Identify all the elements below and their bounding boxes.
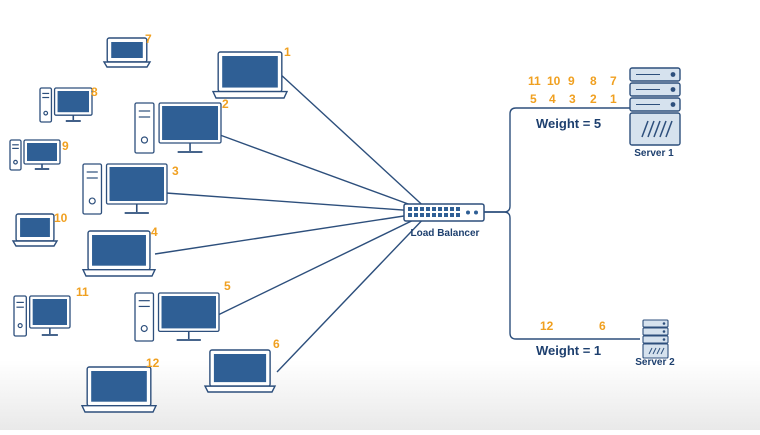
server1-queue-bottom-3: 3 bbox=[569, 92, 576, 106]
connection-line-client-2 bbox=[219, 134, 431, 213]
connection-line-client-6 bbox=[276, 211, 431, 373]
server1-queue-top-1: 11 bbox=[528, 74, 541, 88]
connection-line-client-4 bbox=[154, 211, 431, 255]
server2-label: Server 2 bbox=[635, 357, 675, 368]
client-label-3: 3 bbox=[172, 164, 179, 178]
client-label-12: 12 bbox=[146, 356, 160, 370]
devices bbox=[9, 37, 681, 413]
client-label-1: 1 bbox=[284, 45, 291, 59]
client-1-laptop-icon bbox=[211, 51, 289, 99]
server1-queue-bottom-4: 2 bbox=[590, 92, 597, 106]
server1-queue-top-5: 7 bbox=[610, 74, 617, 88]
connection-line-client-1 bbox=[278, 72, 431, 213]
server1-queue-top-2: 10 bbox=[547, 74, 561, 88]
server1-queue-top-4: 8 bbox=[590, 74, 597, 88]
client-label-5: 5 bbox=[224, 279, 231, 293]
server2-weight-label: Weight = 1 bbox=[536, 343, 602, 358]
client-8-desktop-icon bbox=[39, 87, 93, 123]
server2-queue-2: 6 bbox=[599, 319, 606, 333]
connection-line-client-5 bbox=[217, 211, 431, 316]
server-2-icon bbox=[642, 319, 669, 359]
client-7-laptop-icon bbox=[102, 37, 152, 68]
connection-line-server-2 bbox=[484, 211, 640, 340]
server1-queue-top-3: 9 bbox=[568, 74, 575, 88]
client-11-desktop-icon bbox=[13, 295, 71, 337]
client-5-desktop-icon bbox=[134, 292, 220, 342]
server1-weight-label: Weight = 5 bbox=[536, 116, 602, 131]
server1-queue-bottom-5: 1 bbox=[610, 92, 617, 106]
client-6-laptop-icon bbox=[203, 349, 277, 393]
client-label-6: 6 bbox=[273, 337, 280, 351]
connection-line-client-3 bbox=[165, 192, 431, 213]
server1-queue-bottom-1: 5 bbox=[530, 92, 537, 106]
client-label-2: 2 bbox=[222, 97, 229, 111]
client-9-desktop-icon bbox=[9, 139, 61, 171]
server2-queue-1: 12 bbox=[540, 319, 554, 333]
server-1-icon bbox=[629, 67, 681, 146]
server1-label: Server 1 bbox=[634, 148, 674, 159]
connection-lines bbox=[154, 72, 640, 373]
client-4-laptop-icon bbox=[81, 230, 157, 277]
client-label-8: 8 bbox=[91, 85, 98, 99]
server1-queue-bottom-2: 4 bbox=[549, 92, 556, 106]
client-10-laptop-icon bbox=[11, 213, 59, 247]
client-3-desktop-icon bbox=[82, 163, 168, 215]
client-label-4: 4 bbox=[151, 225, 158, 239]
client-label-10: 10 bbox=[54, 211, 68, 225]
load-balancer-label: Load Balancer bbox=[410, 228, 480, 239]
client-label-9: 9 bbox=[62, 139, 69, 153]
client-label-7: 7 bbox=[145, 32, 152, 46]
client-2-desktop-icon bbox=[134, 102, 222, 154]
client-12-laptop-icon bbox=[80, 366, 158, 413]
client-label-11: 11 bbox=[76, 285, 89, 299]
load-balancer-icon bbox=[403, 203, 485, 222]
